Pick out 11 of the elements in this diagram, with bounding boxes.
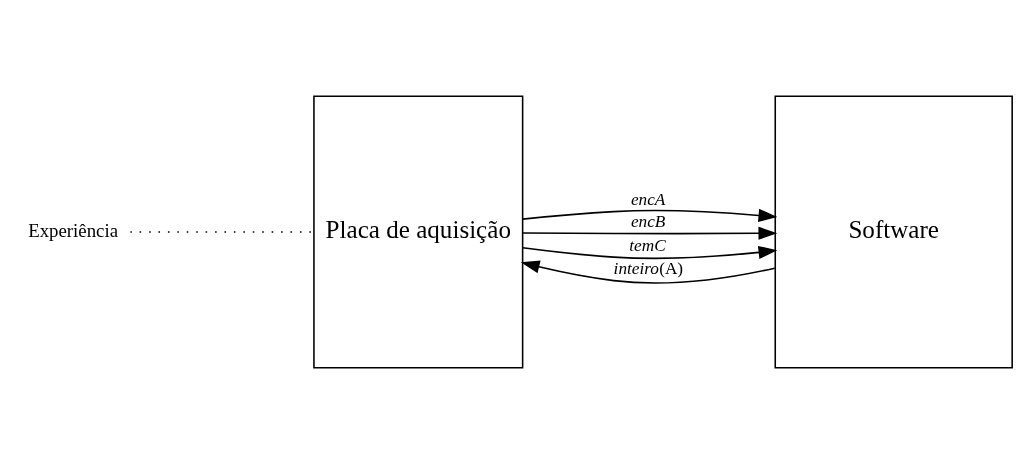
edge-label: encA: [630, 189, 666, 209]
arrow: [520, 259, 776, 284]
edge-label: inteiro(A): [613, 258, 684, 278]
node-box: Placa de aquisição: [313, 95, 524, 368]
node-box: Software: [774, 95, 1013, 368]
edge-label: encB: [630, 211, 666, 231]
arrow: [522, 226, 778, 240]
edge-label: temC: [629, 235, 666, 255]
arrow: [522, 208, 778, 222]
arrow: [521, 245, 778, 259]
node-text: Experiência: [28, 219, 119, 241]
